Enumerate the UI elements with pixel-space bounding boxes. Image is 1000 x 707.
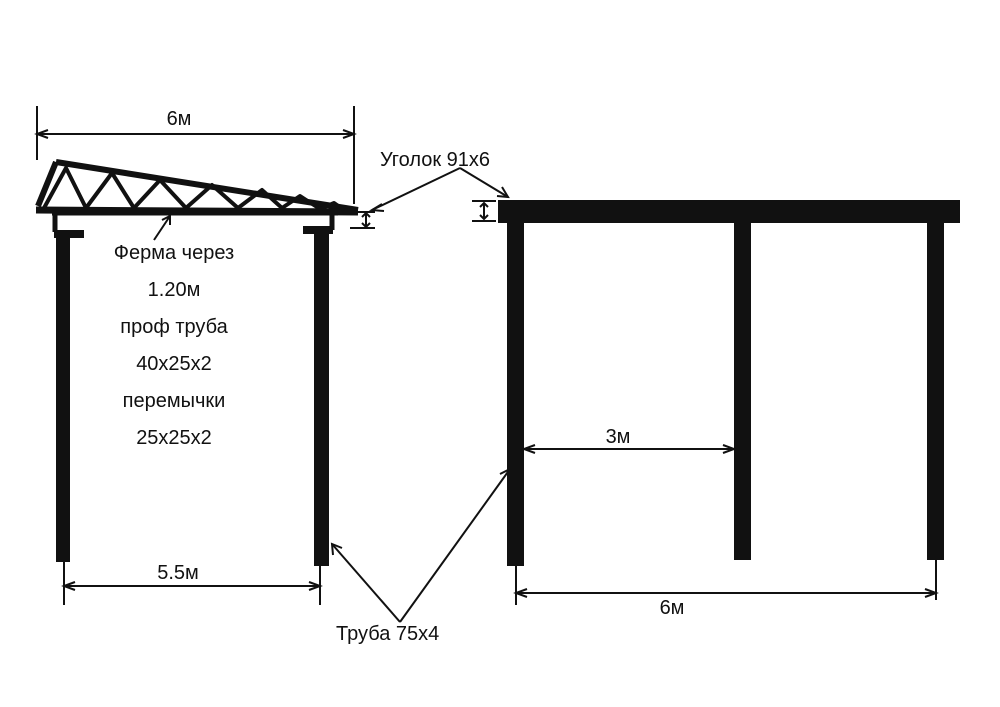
truss-span-dimension <box>34 106 357 204</box>
truss-span-label: 6м <box>167 108 192 130</box>
front-post-middle <box>734 222 751 560</box>
pipe-profile-label: Труба 75х4 <box>336 623 439 645</box>
angle-callout: Уголок 91х6 <box>368 149 510 212</box>
front-top-beam <box>498 200 960 223</box>
truss-note-line-3: проф труба <box>120 316 228 338</box>
front-mid-span-dimension <box>521 444 737 454</box>
side-span-label: 5.5м <box>157 562 199 584</box>
truss-note-line-5: перемычки <box>123 390 226 412</box>
truss-note-line-4: 40х25х2 <box>136 353 212 375</box>
truss-support-beam <box>52 210 338 232</box>
front-view: 3м 6м <box>472 200 960 619</box>
truss-note-line-2: 1.20м <box>148 279 201 301</box>
truss-note-line-6: 25х25х2 <box>136 427 212 449</box>
front-post-left <box>507 222 524 566</box>
angle-profile-label: Уголок 91х6 <box>380 149 490 171</box>
pipe-callout: Труба 75х4 <box>330 467 512 645</box>
front-post-right <box>927 222 944 560</box>
front-total-span-dimension <box>513 560 939 605</box>
side-view: 6м Фе <box>34 106 375 605</box>
side-span-dimension <box>61 562 323 605</box>
front-total-span-label: 6м <box>660 597 685 619</box>
angle-size-marker <box>350 211 375 229</box>
roof-truss <box>35 159 359 216</box>
front-mid-span-label: 3м <box>606 426 631 448</box>
right-column <box>314 228 329 566</box>
angle-section-symbol <box>472 200 496 222</box>
truss-note-line-1: Ферма через <box>114 242 234 264</box>
left-column <box>56 232 70 562</box>
truss-note-leader <box>153 214 171 241</box>
